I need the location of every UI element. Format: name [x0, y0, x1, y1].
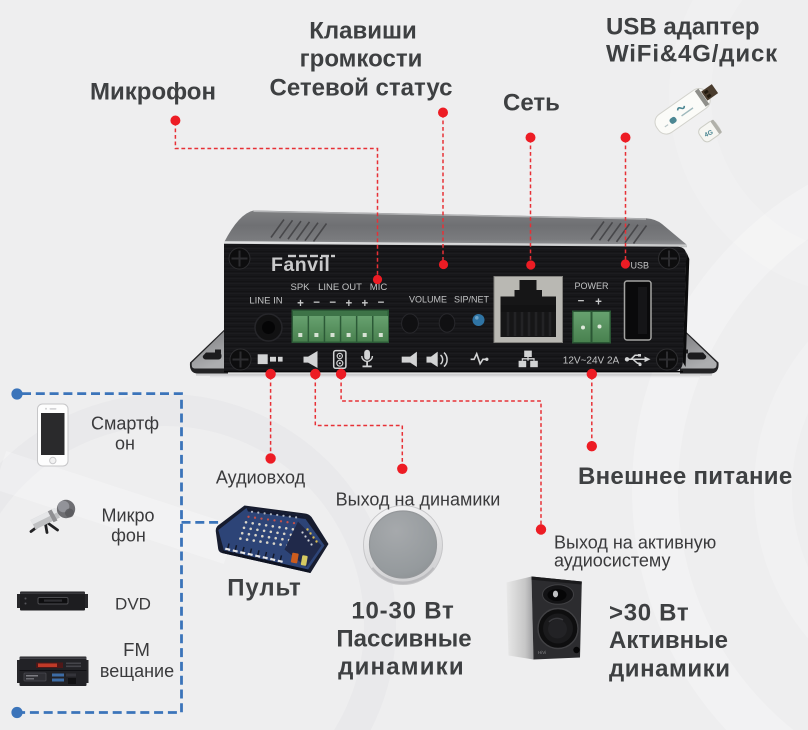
svg-text:фон: фон	[111, 526, 146, 546]
svg-text:Пульт: Пульт	[227, 575, 301, 602]
svg-text:−: −	[578, 296, 585, 308]
svg-text:USB адаптер: USB адаптер	[606, 14, 760, 41]
svg-text:>30 Вт: >30 Вт	[609, 600, 689, 627]
svg-text:Выход на динамики: Выход на динамики	[336, 490, 501, 510]
svg-text:Пассивные: Пассивные	[336, 626, 471, 653]
svg-text:−: −	[313, 297, 320, 309]
svg-text:Клавиши: Клавиши	[309, 18, 417, 45]
svg-text:+: +	[345, 298, 352, 310]
svg-text:WiFi&4G/диск: WiFi&4G/диск	[606, 41, 778, 68]
svg-text:динамики: динамики	[338, 654, 465, 681]
svg-text:Смартф: Смартф	[91, 414, 159, 434]
svg-text:−: −	[378, 297, 385, 309]
svg-text:Активные: Активные	[609, 627, 728, 654]
svg-text:USB: USB	[631, 261, 650, 271]
svg-text:Выход на активную: Выход на активную	[554, 533, 716, 553]
svg-text:MIC: MIC	[370, 282, 388, 293]
svg-text:Fanvil: Fanvil	[271, 254, 330, 276]
svg-text:12V~24V 2A: 12V~24V 2A	[563, 356, 620, 367]
svg-text:10-30 Вт: 10-30 Вт	[351, 598, 454, 625]
svg-text:аудиосистему: аудиосистему	[554, 551, 670, 571]
svg-text:DVD: DVD	[115, 595, 151, 614]
svg-text:POWER: POWER	[574, 281, 609, 291]
svg-text:+: +	[362, 298, 369, 310]
svg-text:вещание: вещание	[100, 661, 174, 681]
svg-text:FM: FM	[123, 639, 150, 660]
svg-text:HiVi: HiVi	[538, 650, 546, 655]
svg-text:Аудиовход: Аудиовход	[216, 468, 306, 488]
svg-text:+: +	[595, 297, 602, 309]
svg-text:4G: 4G	[703, 129, 714, 139]
svg-text:VOLUME: VOLUME	[409, 295, 447, 305]
svg-text:Сеть: Сеть	[503, 90, 560, 117]
svg-text:−: −	[329, 297, 336, 309]
svg-text:LINE OUT: LINE OUT	[318, 282, 362, 293]
svg-text:SIP/NET: SIP/NET	[454, 295, 490, 305]
svg-text:он: он	[115, 434, 135, 454]
svg-text:громкости: громкости	[300, 46, 423, 73]
svg-text:Сетевой статус: Сетевой статус	[270, 75, 453, 102]
svg-text:+: +	[297, 298, 304, 310]
svg-text:LINE IN: LINE IN	[249, 296, 282, 307]
svg-text:динамики: динамики	[609, 656, 731, 683]
svg-text:Микро: Микро	[102, 506, 155, 526]
svg-text:SPK: SPK	[290, 282, 310, 293]
svg-text:Внешнее питание: Внешнее питание	[578, 463, 793, 490]
svg-text:Микрофон: Микрофон	[90, 79, 216, 106]
